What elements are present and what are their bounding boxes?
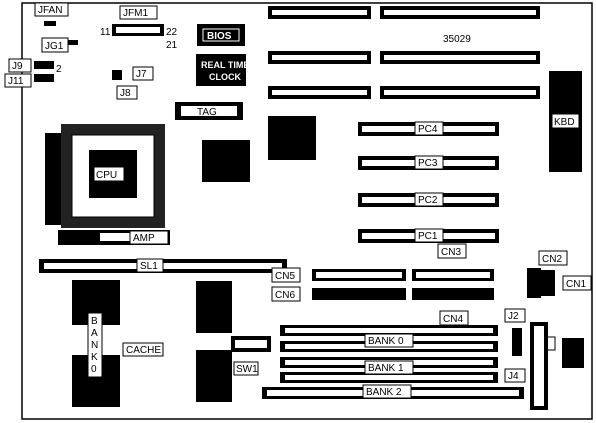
isa-slots bbox=[268, 6, 540, 99]
cache-area: B A N K 0 CACHE bbox=[72, 280, 164, 407]
pci-slots: PC4 PC3 PC2 PC1 bbox=[358, 121, 499, 243]
rtc-label-line1: REAL TIME bbox=[201, 60, 249, 70]
kbd-label: KBD bbox=[554, 117, 575, 128]
jfm1-pin22: 22 bbox=[166, 27, 178, 38]
jfm1-pin21: 21 bbox=[166, 40, 178, 51]
pci-slot-label-pc4: PC4 bbox=[418, 124, 438, 135]
jg1-header bbox=[68, 40, 78, 45]
cn5-label: CN5 bbox=[275, 271, 295, 282]
cn1-label: CN1 bbox=[566, 279, 586, 290]
bank-label-1: BANK 1 bbox=[368, 363, 404, 374]
j2-j4-header bbox=[512, 328, 522, 356]
bank0-vertical-a: A bbox=[91, 328, 98, 339]
bank-label-2: BANK 2 bbox=[366, 387, 402, 398]
board-model-number: 35029 bbox=[443, 34, 471, 45]
j7-j8-header bbox=[112, 70, 122, 80]
bank0-vertical-n: N bbox=[91, 340, 98, 351]
cn4-label: CN4 bbox=[443, 314, 463, 325]
sw1-label: SW1 bbox=[236, 364, 258, 375]
pci-slot-label-pc3: PC3 bbox=[418, 158, 438, 169]
cpu-label: CPU bbox=[96, 170, 117, 181]
pci-slot-label-pc2: PC2 bbox=[418, 195, 438, 206]
j4-label: J4 bbox=[508, 371, 519, 382]
bank0-vertical-k: K bbox=[91, 352, 98, 363]
j8-label: J8 bbox=[120, 88, 131, 99]
cn4-connector bbox=[412, 288, 494, 300]
bank-label-0: BANK 0 bbox=[368, 336, 404, 347]
jfm1-label: JFM1 bbox=[123, 8, 148, 19]
chipset-chip-3 bbox=[196, 281, 232, 333]
bank0-vertical-b: B bbox=[91, 316, 98, 327]
j11-label: J11 bbox=[8, 76, 24, 87]
tag-label: TAG bbox=[197, 107, 217, 118]
bios-label: BIOS bbox=[207, 31, 232, 42]
amp-label: AMP bbox=[133, 233, 155, 244]
j9-pin-number: 2 bbox=[56, 64, 62, 75]
j9-header bbox=[34, 61, 54, 69]
cpu-socket: CPU bbox=[45, 124, 165, 228]
cn2-label: CN2 bbox=[542, 254, 562, 265]
memory-banks: BANK 0 BANK 1 BANK 2 bbox=[262, 325, 524, 399]
j7-label: J7 bbox=[136, 69, 147, 80]
cn6-connector bbox=[312, 288, 406, 300]
j9-label: J9 bbox=[12, 61, 23, 72]
sl1-label: SL1 bbox=[140, 261, 158, 272]
external-port bbox=[562, 338, 584, 368]
chipset-chip-2 bbox=[268, 116, 316, 160]
cn6-label: CN6 bbox=[275, 290, 295, 301]
jfan-label: JFAN bbox=[38, 5, 62, 16]
chipset-chip-4 bbox=[196, 350, 232, 402]
rtc-label-line2: CLOCK bbox=[209, 72, 241, 82]
bank0-vertical-0: 0 bbox=[91, 364, 97, 375]
cache-label: CACHE bbox=[126, 345, 161, 356]
cn2-connector bbox=[527, 268, 541, 298]
j2-label: J2 bbox=[508, 311, 519, 322]
j11-header bbox=[34, 74, 54, 82]
pci-slot-label-pc1: PC1 bbox=[418, 231, 438, 242]
rtc-chip bbox=[196, 54, 246, 86]
chipset-chip-1 bbox=[202, 140, 250, 182]
cn3-label: CN3 bbox=[441, 247, 461, 258]
jg1-label: JG1 bbox=[45, 41, 64, 52]
cn1-connector bbox=[541, 270, 555, 296]
jfm1-pin11: 11 bbox=[100, 27, 111, 38]
jfan-header bbox=[44, 21, 56, 26]
